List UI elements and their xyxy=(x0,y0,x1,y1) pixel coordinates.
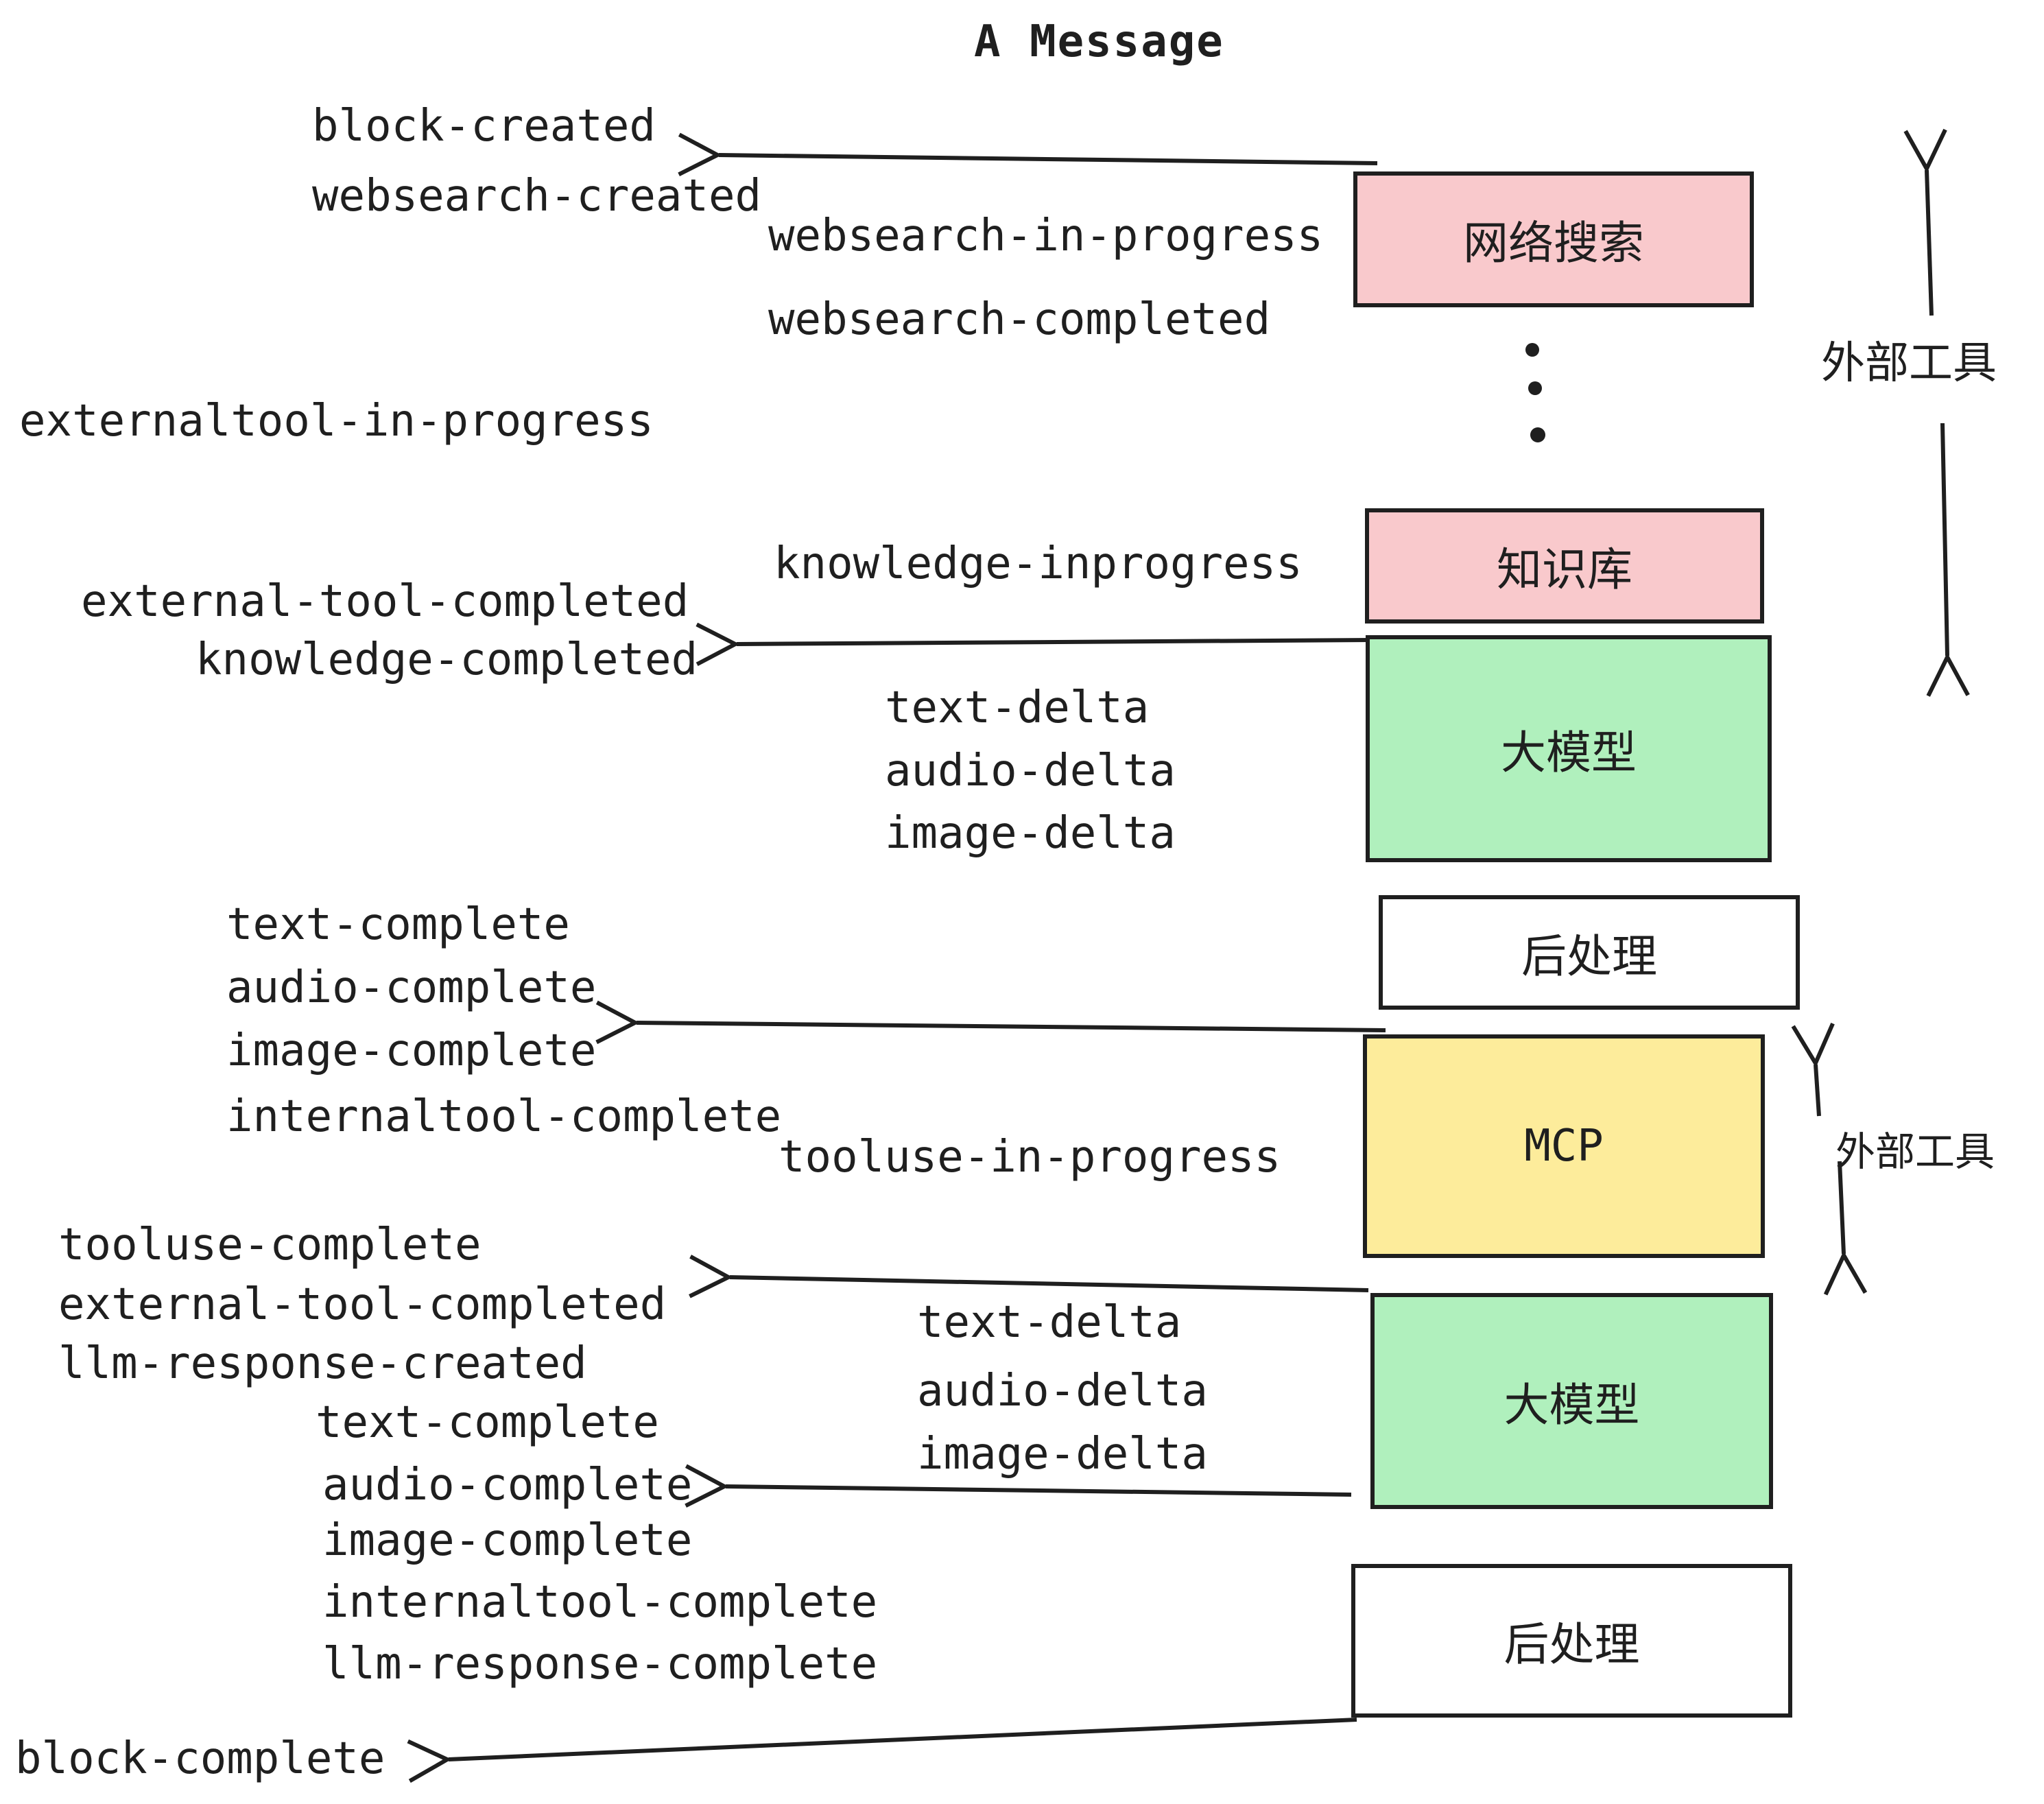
arrow-to-websearch-created xyxy=(719,155,1378,163)
box-postprocess-2-label: 后处理 xyxy=(1504,1618,1640,1671)
box-knowledge-label: 知识库 xyxy=(1497,543,1632,596)
event-llm-response-created: llm-response-created xyxy=(58,1338,587,1389)
box-mcp: MCP xyxy=(1363,1034,1765,1258)
arrow-to-knowledge-completed xyxy=(737,640,1372,644)
event-image-complete-2: image-complete xyxy=(322,1515,693,1566)
event-audio-delta-2: audio-delta xyxy=(917,1366,1208,1416)
event-external-tool-completed-2: external-tool-completed xyxy=(58,1279,667,1330)
external-tools-label-top: 外部工具 xyxy=(1821,338,1997,389)
event-tooluse-complete: tooluse-complete xyxy=(58,1220,482,1270)
event-text-complete-2: text-complete xyxy=(316,1397,659,1448)
arrow-to-audio-complete xyxy=(726,1486,1352,1495)
event-knowledge-inprogress: knowledge-inprogress xyxy=(774,538,1303,589)
box-mcp-label: MCP xyxy=(1524,1121,1604,1172)
box-postprocess-2: 后处理 xyxy=(1351,1564,1792,1718)
event-text-delta-1: text-delta xyxy=(885,683,1150,733)
box-llm-2: 大模型 xyxy=(1370,1293,1773,1509)
event-block-complete: block-complete xyxy=(15,1733,385,1784)
box-postprocess-1-label: 后处理 xyxy=(1521,929,1657,983)
event-image-delta-1: image-delta xyxy=(885,808,1176,859)
event-websearch-completed: websearch-completed xyxy=(768,294,1271,345)
event-websearch-in-progress: websearch-in-progress xyxy=(768,211,1324,261)
event-audio-delta-1: audio-delta xyxy=(885,746,1176,796)
arrow-to-block-complete xyxy=(449,1718,1357,1759)
event-text-complete-1: text-complete xyxy=(226,899,570,950)
box-llm-1: 大模型 xyxy=(1366,635,1772,862)
event-internaltool-complete-2: internaltool-complete xyxy=(322,1577,878,1628)
external-tools-label-mid: 外部工具 xyxy=(1835,1128,1995,1175)
box-websearch: 网络搜索 xyxy=(1353,171,1754,307)
event-block-created: block-created xyxy=(312,101,656,152)
box-knowledge: 知识库 xyxy=(1365,508,1764,624)
event-tooluse-in-progress: tooluse-in-progress xyxy=(779,1132,1281,1183)
vertical-ellipsis xyxy=(1525,343,1545,442)
event-externaltool-in-progress: externaltool-in-progress xyxy=(19,396,654,447)
event-websearch-created: websearch-created xyxy=(312,171,762,222)
event-llm-response-complete: llm-response-complete xyxy=(322,1639,878,1689)
box-llm-1-label: 大模型 xyxy=(1501,726,1637,779)
box-websearch-label: 网络搜索 xyxy=(1463,217,1644,270)
diagram-title: A Message xyxy=(974,16,1224,67)
event-knowledge-completed: knowledge-completed xyxy=(195,634,698,685)
external-tools-up-arrow-mid xyxy=(1816,1065,1819,1117)
event-internaltool-complete-1: internaltool-complete xyxy=(226,1091,782,1142)
event-text-delta-2: text-delta xyxy=(917,1297,1182,1348)
event-external-tool-completed: external-tool-completed xyxy=(81,576,689,627)
event-audio-complete-2: audio-complete xyxy=(322,1460,693,1510)
arrow-to-image-complete xyxy=(637,1023,1386,1030)
event-image-complete-1: image-complete xyxy=(226,1025,597,1076)
event-audio-complete-1: audio-complete xyxy=(226,962,597,1013)
external-tools-up-arrow-top xyxy=(1927,170,1932,316)
box-postprocess-1: 后处理 xyxy=(1379,895,1800,1010)
external-tools-down-arrow-top xyxy=(1942,423,1947,656)
event-image-delta-2: image-delta xyxy=(917,1429,1208,1480)
box-llm-2-label: 大模型 xyxy=(1504,1378,1640,1432)
arrow-to-external-tool-completed xyxy=(730,1277,1369,1290)
